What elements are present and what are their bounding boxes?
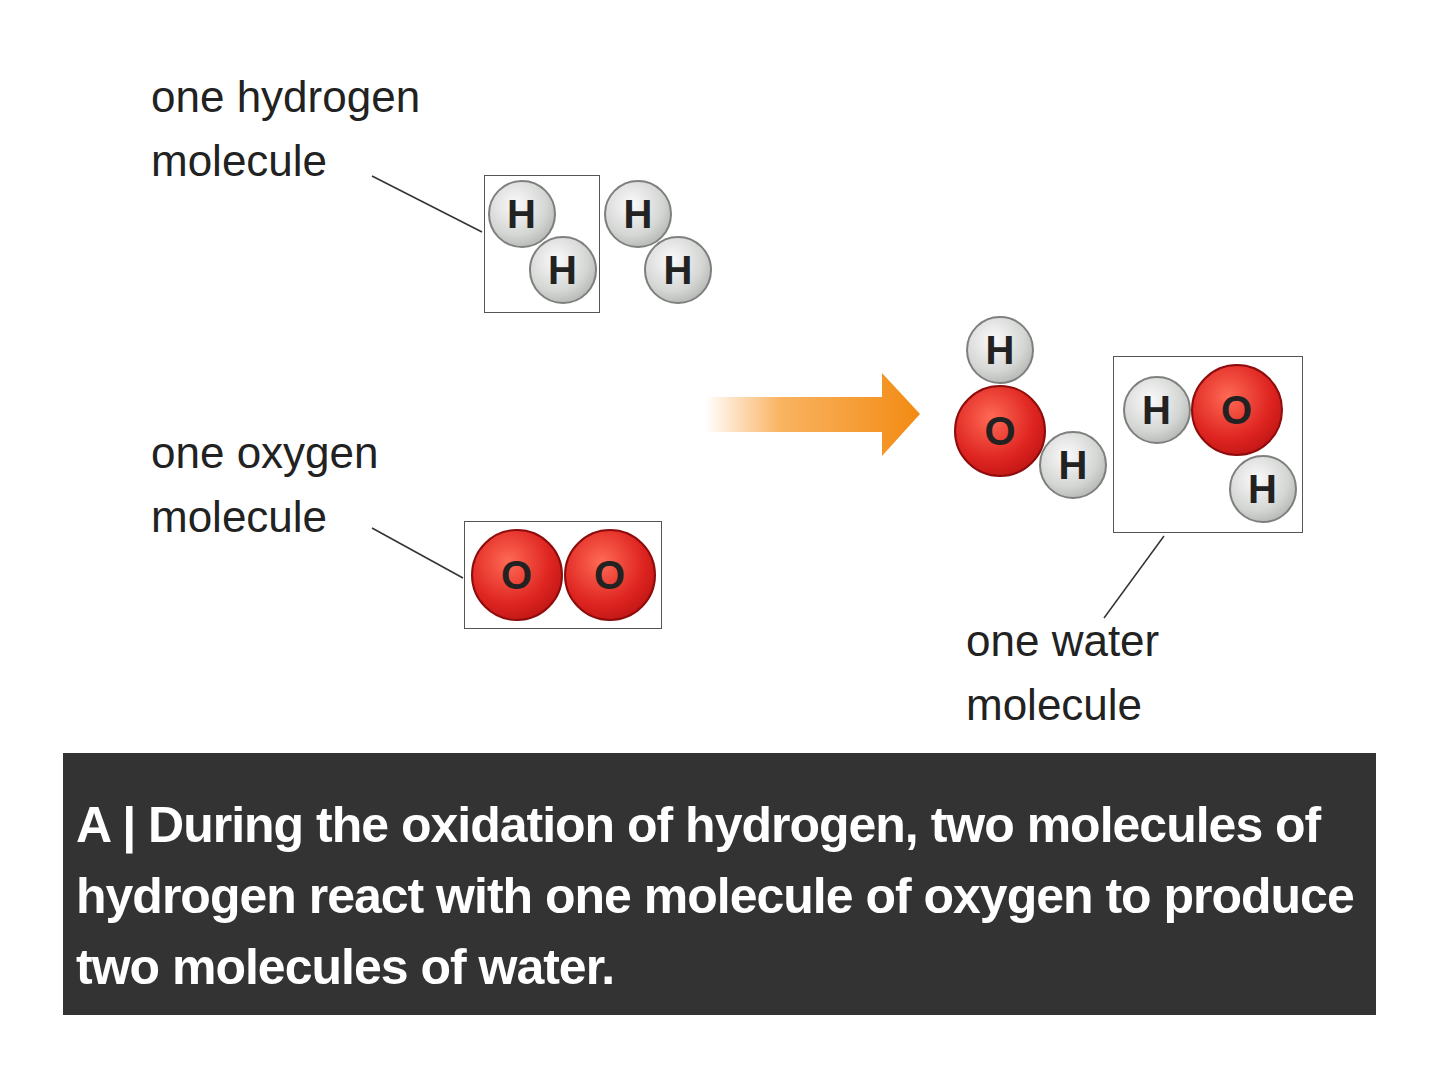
leader-line: [1104, 536, 1164, 618]
figure-caption: A | During the oxidation of hydrogen, tw…: [76, 790, 1372, 1003]
hydrogen-atom: H: [966, 316, 1034, 384]
hydrogen-atom: H: [488, 180, 556, 248]
molecule-box: one oxygen moleculeOO: [464, 521, 662, 629]
atom-symbol: H: [548, 250, 577, 290]
hydrogen-atom: H: [604, 180, 672, 248]
atom-symbol: H: [624, 194, 653, 234]
molecule-box: one hydrogen moleculeHH: [484, 175, 600, 313]
oxygen-atom: O: [471, 529, 563, 621]
oxygen-atom: O: [564, 529, 656, 621]
atom-symbol: H: [986, 330, 1015, 370]
hydrogen-atom: H: [1229, 455, 1297, 523]
hydrogen-atom: H: [1123, 376, 1191, 444]
molecule-box: one water moleculeHOH: [1113, 356, 1303, 533]
atom-symbol: O: [501, 555, 532, 595]
oxygen-atom: O: [954, 385, 1046, 477]
hydrogen-atom: H: [644, 236, 712, 304]
atom-symbol: O: [594, 555, 625, 595]
atom-symbol: O: [984, 411, 1015, 451]
reaction-arrow: [705, 373, 920, 456]
leader-line: [372, 176, 482, 232]
atom-symbol: H: [1248, 469, 1277, 509]
molecule-label: one hydrogen molecule: [151, 65, 511, 193]
molecule-label: one oxygen molecule: [151, 421, 481, 549]
atom-symbol: O: [1221, 390, 1252, 430]
atom-symbol: H: [507, 194, 536, 234]
atom-symbol: H: [1142, 390, 1171, 430]
molecule-label: one water molecule: [966, 609, 1286, 737]
hydrogen-atom: H: [529, 236, 597, 304]
hydrogen-atom: H: [1039, 431, 1107, 499]
oxygen-atom: O: [1191, 364, 1283, 456]
atom-symbol: H: [664, 250, 693, 290]
atom-symbol: H: [1059, 445, 1088, 485]
leader-line: [372, 528, 463, 578]
